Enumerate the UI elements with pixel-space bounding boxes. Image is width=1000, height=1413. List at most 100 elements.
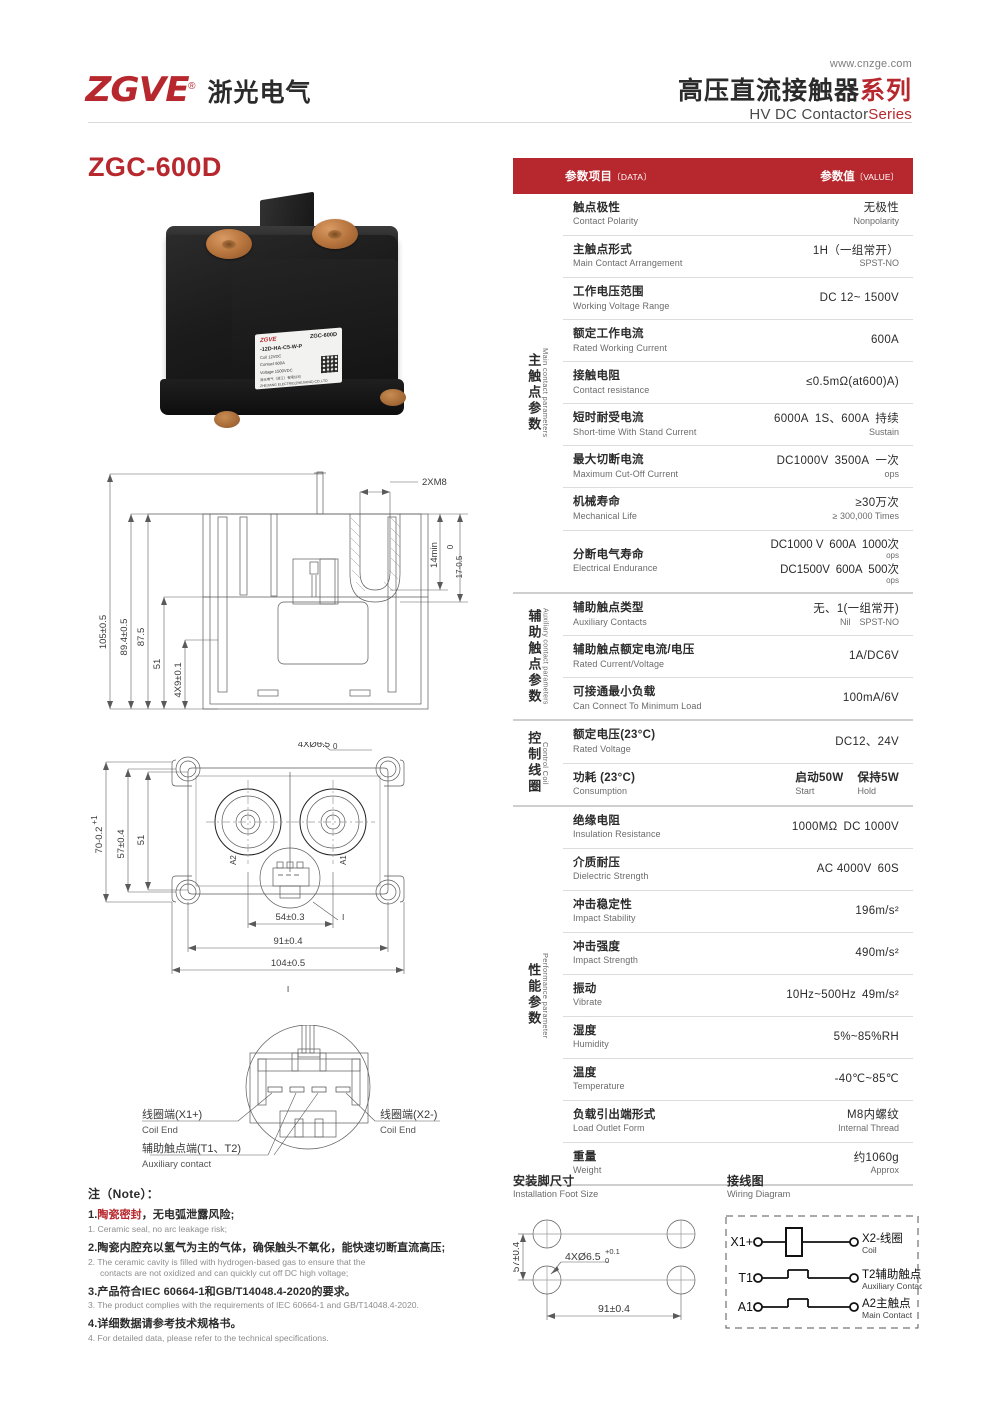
registered-mark-icon: ® <box>188 81 196 92</box>
row-value-cn: DC1000V 3500A 一次 <box>776 454 899 467</box>
row-label-cn: 接触电阻 <box>573 370 621 383</box>
wiring-row-0-right-en: Coil <box>862 1245 877 1255</box>
dim-14min: 14min <box>429 542 440 568</box>
row-value-en: Nil SPST-NO <box>839 616 899 627</box>
row-label-en: Vibrate <box>573 997 603 1008</box>
row-value-cn: ≤0.5mΩ(at600)A) <box>806 376 899 389</box>
group-label-performance: 性能参数 Performance parameter <box>513 807 563 1185</box>
row-value-cn: 196m/s² <box>855 904 899 917</box>
hole-note-sub: 0 <box>333 742 338 751</box>
notes-section: 注（Note）： 1.陶瓷密封，无电弧泄露风险; 1. Ceramic seal… <box>88 1185 508 1344</box>
terminal-t2 <box>849 1273 859 1283</box>
dim-2xm8: 2XM8 <box>422 477 447 488</box>
row-value-cn: -40℃~85℃ <box>834 1073 899 1085</box>
row-value-cn: ≥30万次 <box>855 496 899 509</box>
installation-foot-section: 安装脚尺寸 Installation Foot Size <box>513 1172 598 1199</box>
group-label-cn: 控制线圈 <box>526 731 542 795</box>
row-value-line2: DC1500V 600A 500次 <box>780 563 899 576</box>
row-label-en: Temperature <box>573 1081 625 1092</box>
header-title-block: www.cnzge.com 高压直流接触器系列 HV DC ContactorS… <box>678 58 912 123</box>
row-value-en: ≥ 300,000 Times <box>832 510 899 521</box>
group-label-control-coil: 控制线圈 Control Coil <box>513 721 563 804</box>
terminal-t1 <box>753 1273 763 1283</box>
row-label-en: Rated Current/Voltage <box>573 658 665 669</box>
row-label-en: Can Connect To Minimum Load <box>573 700 702 711</box>
row-label-cn: 重量 <box>573 1151 597 1164</box>
dim-104: 104±0.5 <box>271 958 305 969</box>
row-label-en: Main Contact Arrangement <box>573 258 683 269</box>
qr-code-icon <box>321 354 338 374</box>
row-label-en: Humidity <box>573 1039 609 1050</box>
hole-note-main: 4XØ6.5 <box>298 742 330 750</box>
install-foot-title-en: Installation Foot Size <box>513 1189 599 1199</box>
row-value-en: Approx <box>870 1165 899 1176</box>
row-label-en: Insulation Resistance <box>573 828 661 839</box>
label-model: ZGC-600D <box>309 331 337 341</box>
row-value-en: Sustain <box>868 426 899 437</box>
dim-105: 105±0.5 <box>98 615 109 649</box>
section-mark-2: Ⅰ <box>287 985 289 994</box>
group-label-en: Main contact parameters <box>540 348 550 438</box>
row-value-cn: DC 12~ 1500V <box>819 292 899 305</box>
wiring-row-0-left: X1+ <box>730 1235 753 1249</box>
row-label-en: Weight <box>573 1165 602 1176</box>
terminal-label-a2: A2 <box>229 855 238 865</box>
row-value-cn: 1H（一组常开） <box>812 244 899 257</box>
company-name-cn: 浙光电气 <box>207 79 312 107</box>
consumption-start-value: 启动50W <box>795 771 844 784</box>
dim-17-tol: 17-0.5 <box>455 555 464 578</box>
group-label-en: Auxiliary contact parameters <box>541 608 549 706</box>
row-label-cn: 介质耐压 <box>573 856 621 869</box>
terminal-x2 <box>849 1237 859 1247</box>
wiring-title-cn: 接线图 <box>727 1174 764 1188</box>
terminal-thread-hole-icon <box>328 229 342 239</box>
consumption-start-label: Start <box>795 785 815 796</box>
terminal-a1 <box>753 1302 763 1312</box>
row-label-cn: 短时耐受电流 <box>573 412 644 425</box>
row-label-cn: 辅助触点额定电流/电压 <box>573 644 695 657</box>
row-label-en: Mechanical Life <box>573 510 638 521</box>
dim-51-bottom: 51 <box>136 835 147 846</box>
header-divider <box>88 122 912 123</box>
detail-view-drawing: 线圈端(X1+) Coil End 线圈端(X2-) Coil End 辅助触点… <box>142 1025 440 1170</box>
dim-4x9: 4X9±0.1 <box>173 662 184 697</box>
table-row: 额定电压(23°C)Rated Voltage DC12、24V <box>563 721 913 762</box>
product-photo: ZGVE ZGC-600D -12D-HA-C5-W-P Coil 12VDC … <box>152 191 452 443</box>
note-item-2-cn: 2.陶瓷内腔充以氢气为主的气体，确保触头不氧化，能快速切断直流高压; <box>88 1241 446 1254</box>
page-header: ZGVE ® 浙光电气 www.cnzge.com 高压直流接触器系列 HV D… <box>86 58 912 123</box>
row-value-cn: 490m/s² <box>855 946 899 959</box>
row-label-en: Dielectric Strength <box>573 871 649 881</box>
row-label-cn: 工作电压范围 <box>573 286 644 299</box>
row-value-cn: 无、1(一组常开) <box>813 602 899 615</box>
table-header-row: 参数项目〔DATA〕 参数值〔VALUE〕 <box>513 158 913 194</box>
note-item-3-en: 3. The product complies with the require… <box>88 1300 419 1311</box>
note-item-3-cn: 3.产品符合IEC 60664-1和GB/T14048.4-2020的要求。 <box>88 1285 356 1298</box>
specification-table: 参数项目〔DATA〕 参数值〔VALUE〕 主触点参数 Main contact… <box>513 158 913 1187</box>
row-label-en: Impact Stability <box>573 913 636 924</box>
dim-54: 54±0.3 <box>276 912 305 923</box>
row-value-cn: AC 4000V 60S <box>816 862 899 875</box>
row-value-cn: 1000MΩ DC 1000V <box>791 820 899 833</box>
wiring-row-1-right-cn: T2辅助触点 <box>862 1267 921 1281</box>
table-header-data: 参数项目〔DATA〕 <box>565 171 652 183</box>
note-item-1-cn: 1.陶瓷密封，无电弧泄露风险; <box>88 1209 235 1221</box>
wiring-row-2-right-cn: A2主触点 <box>862 1296 911 1310</box>
row-label-en: Maximum Cut-Off Current <box>573 468 679 479</box>
group-label-en: Control Coil <box>540 741 550 785</box>
note-item-1-en: 1. Ceramic seal, no arc leakage risk; <box>88 1223 227 1234</box>
consumption-hold-value: 保持5W <box>857 771 899 784</box>
